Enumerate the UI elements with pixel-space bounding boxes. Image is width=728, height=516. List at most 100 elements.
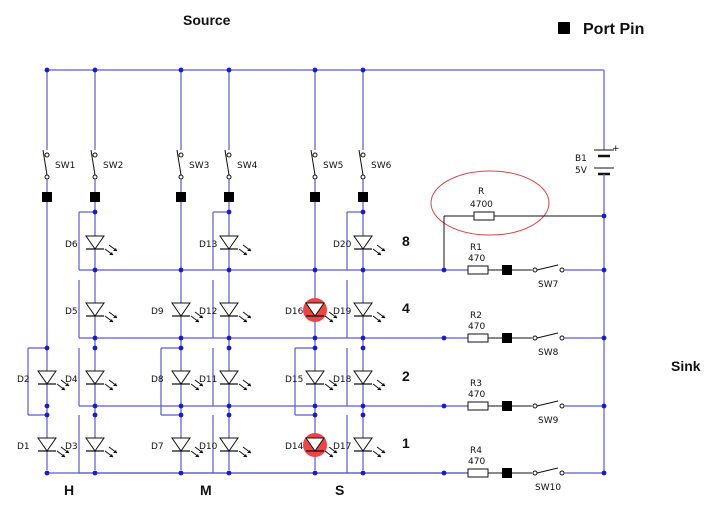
led-d17: D17: [333, 437, 386, 458]
led-label: D17: [333, 442, 351, 452]
led-label: D3: [65, 442, 78, 452]
port-pin: [358, 192, 368, 202]
battery-voltage: 5V: [575, 166, 588, 176]
column-h-label: H: [64, 482, 74, 498]
battery-b1: + B1 5V: [575, 70, 620, 475]
port-pin: [502, 468, 512, 478]
row-weight: 1: [402, 435, 410, 451]
led-d4: D4: [65, 370, 118, 391]
led-label: D1: [17, 442, 30, 452]
row-resistor-value: 470: [468, 457, 485, 467]
battery-name: B1: [575, 154, 587, 164]
led-label: D16: [285, 307, 304, 317]
row-switch-label: SW9: [538, 416, 559, 426]
row-weight: 2: [402, 368, 410, 384]
led-d3: D3: [65, 437, 118, 458]
port-pin: [176, 192, 186, 202]
resistor-r-value: 4700: [470, 200, 493, 210]
row-resistor-name: R3: [470, 379, 482, 389]
row-switch-label: SW10: [535, 483, 561, 493]
switch-label: SW4: [237, 161, 258, 171]
resistor-r-name: R: [478, 187, 484, 197]
column-m-label: M: [200, 482, 212, 498]
led-d2: D2: [17, 370, 70, 391]
port-pin: [90, 192, 100, 202]
led-d1: D1: [17, 437, 70, 458]
led-d15: D15: [285, 370, 338, 391]
port-pin: [502, 401, 512, 411]
row-resistor-value: 470: [468, 254, 485, 264]
port-pin-legend-label: Port Pin: [583, 21, 644, 38]
led-d12: D12: [199, 302, 252, 323]
led-d13: D13: [199, 235, 252, 256]
row-resistor-value: 470: [468, 390, 485, 400]
led-d14: D14: [285, 433, 338, 458]
led-label: D13: [199, 240, 217, 250]
led-label: D5: [65, 307, 78, 317]
switch-sw5: SW5: [310, 149, 343, 202]
switch-label: SW1: [55, 161, 75, 171]
source-label: Source: [183, 12, 231, 28]
switch-sw4: SW4: [224, 149, 258, 202]
led-label: D18: [333, 375, 352, 385]
led-label: D14: [285, 442, 304, 452]
switch-label: SW2: [103, 161, 123, 171]
led-label: D10: [199, 442, 218, 452]
led-label: D6: [65, 240, 78, 250]
row-resistor-value: 470: [468, 322, 485, 332]
led-label: D8: [151, 375, 164, 385]
row-switch-label: SW8: [538, 348, 559, 358]
row-switch-label: SW7: [538, 280, 558, 290]
led-label: D4: [65, 375, 78, 385]
row-resistor: [467, 468, 489, 478]
switch-label: SW5: [323, 161, 343, 171]
port-pin: [502, 265, 512, 275]
led-d9: D9: [151, 302, 204, 323]
led-label: D20: [333, 240, 352, 250]
port-pin: [502, 333, 512, 343]
row-resistor: [467, 265, 489, 275]
switch-label: SW6: [371, 161, 392, 171]
row-resistor: [467, 333, 489, 343]
port-pin: [42, 192, 52, 202]
port-pin: [310, 192, 320, 202]
row-resistor-name: R2: [470, 311, 482, 321]
switch-sw6: SW6: [358, 149, 392, 202]
switch-label: SW3: [189, 161, 209, 171]
led-d5: D5: [65, 302, 118, 323]
resistor-r: R 4700: [430, 170, 604, 270]
led-d7: D7: [151, 437, 204, 458]
led-d6: D6: [65, 235, 118, 256]
led-d8: D8: [151, 370, 204, 391]
led-d20: D20: [333, 235, 386, 256]
port-pin-legend-square: [558, 22, 570, 34]
switch-sw2: SW2: [90, 149, 123, 202]
led-d16: D16: [285, 298, 338, 323]
led-label: D2: [17, 375, 30, 385]
led-label: D15: [285, 375, 303, 385]
sink-label: Sink: [671, 358, 701, 374]
led-d18: D18: [333, 370, 386, 391]
row-resistor-name: R1: [470, 243, 482, 253]
led-d19: D19: [333, 302, 386, 323]
led-d10: D10: [199, 437, 252, 458]
row-resistor-name: R4: [470, 446, 482, 456]
column-s-label: S: [335, 482, 344, 498]
battery-plus: +: [612, 144, 620, 154]
led-label: D7: [151, 442, 164, 452]
led-label: D12: [199, 307, 217, 317]
row-weight: 8: [402, 233, 410, 249]
switch-sw3: SW3: [176, 149, 209, 202]
led-label: D19: [333, 307, 352, 317]
row-weight: 4: [402, 300, 410, 316]
led-d11: D11: [199, 370, 252, 391]
row-resistor: [467, 401, 489, 411]
led-label: D9: [151, 307, 164, 317]
port-pin: [224, 192, 234, 202]
